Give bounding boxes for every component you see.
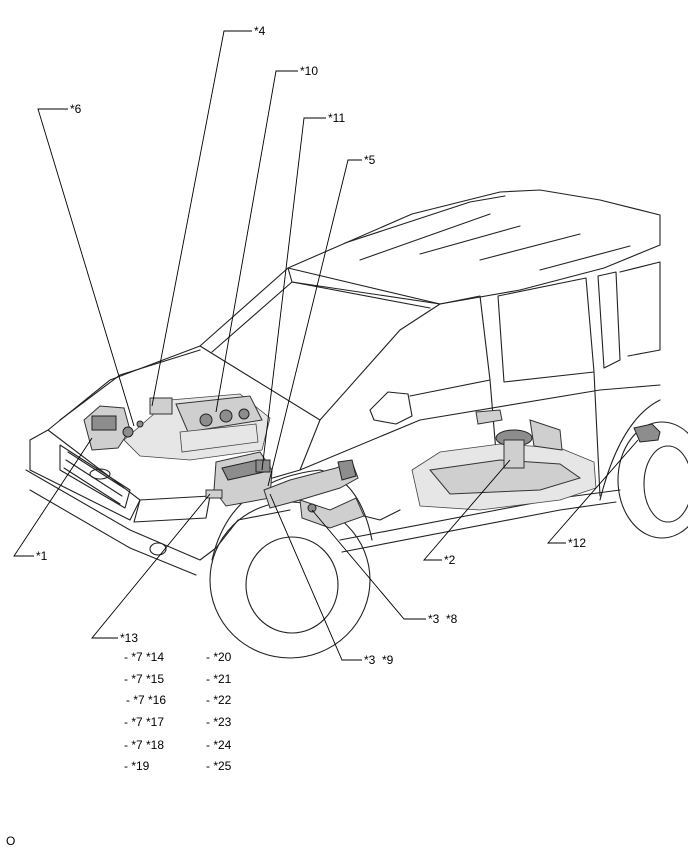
sublist-left: - *7 *14 - *7 *15 - *7 *16 - *7 *17 - *7… bbox=[124, 650, 166, 773]
sublist-item: - *7 *18 bbox=[124, 738, 164, 752]
callout-1: *1 bbox=[36, 549, 48, 563]
sublist-item: - *22 bbox=[206, 693, 232, 707]
callout-3-8: *3 *8 bbox=[428, 612, 458, 626]
sublist-item: - *7 *14 bbox=[124, 650, 164, 664]
callout-11: *11 bbox=[328, 111, 345, 125]
sublist-item: - *19 bbox=[124, 759, 150, 773]
callout-labels: *4 *10 *6 *11 *5 *12 *1 *2 *3 *8 *13 *3 … bbox=[36, 24, 586, 667]
callout-4: *4 bbox=[254, 24, 266, 38]
rear-module bbox=[633, 423, 661, 443]
sublist-right: - *20 - *21 - *22 - *23 - *24 - *25 bbox=[206, 650, 232, 773]
callout-10: *10 bbox=[300, 64, 318, 78]
figure-id: O bbox=[6, 834, 16, 848]
callout-12: *12 bbox=[568, 536, 586, 550]
callout-6: *6 bbox=[70, 102, 82, 116]
callout-5: *5 bbox=[364, 153, 376, 167]
sublist-item: - *20 bbox=[206, 650, 232, 664]
exhaust-system bbox=[263, 459, 401, 529]
sublist-item: - *7 *17 bbox=[124, 715, 164, 729]
engine-compartment bbox=[83, 393, 271, 461]
callout-13: *13 bbox=[120, 631, 138, 645]
leader-lines bbox=[13, 30, 639, 661]
sublist-item: - *21 bbox=[206, 672, 232, 686]
vehicle-outline bbox=[25, 189, 688, 659]
callout-3-9: *3 *9 bbox=[364, 653, 394, 667]
sublist-item: - *24 bbox=[206, 738, 232, 752]
sublist-item: - *7 *15 bbox=[124, 672, 164, 686]
callout-2: *2 bbox=[444, 553, 456, 567]
ecu-block bbox=[205, 451, 273, 507]
sublist-item: - *23 bbox=[206, 715, 232, 729]
sublist-item: - *7 *16 bbox=[126, 693, 166, 707]
sublist-item: - *25 bbox=[206, 759, 232, 773]
fuel-tank bbox=[411, 409, 597, 511]
